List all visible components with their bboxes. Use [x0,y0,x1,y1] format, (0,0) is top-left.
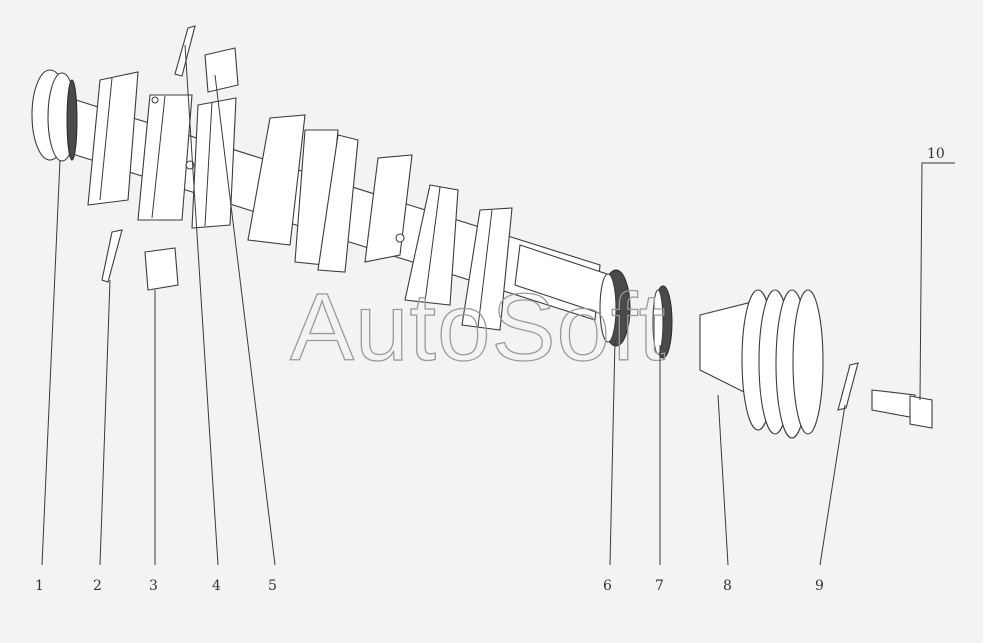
leader-line-4 [184,44,219,566]
crank-web-2 [137,94,193,221]
oil-hole-3 [151,96,159,104]
leader-line-6 [609,339,616,566]
pulley-washer [837,362,859,411]
crank-web-4 [247,114,306,246]
crankshaft-pulley [699,289,824,439]
leader-line-2 [99,279,111,566]
callout-8: 8 [723,578,732,594]
crankshaft-flange-edge [66,79,78,161]
callout-10: 10 [927,146,945,162]
main-bearing-upper [204,47,239,93]
crankshaft [31,69,611,331]
oil-pump-gear-face [652,289,664,355]
crank-web-9 [461,207,513,331]
callout-5: 5 [268,578,277,594]
crank-web-8 [404,184,459,306]
callout-7: 7 [655,578,664,594]
pulley-bolt-shank [871,389,916,419]
crankshaft-gear-face [599,273,617,343]
crank-web-3 [191,97,237,229]
crank-web-6 [317,134,359,273]
watermark-text: AutoSoft [290,274,666,381]
leader-line-8 [717,394,729,566]
pulley-bolt-head [909,395,933,429]
thrust-washer-lower [101,229,123,283]
leader-lines [41,44,955,566]
leader-line-9 [819,404,846,566]
callout-3: 3 [149,578,158,594]
oil-hole-2 [395,233,405,243]
leader-line-10 [919,162,955,401]
main-bearing-lower [144,247,179,291]
leader-line-5 [214,74,276,566]
callout-4: 4 [212,578,221,594]
callout-6: 6 [603,578,612,594]
pulley-groove-4 [792,289,824,435]
leader-line-1 [41,159,61,566]
callout-2: 2 [93,578,102,594]
callout-1: 1 [35,578,44,594]
crank-web-1 [87,71,139,206]
callout-labels: 1 2 3 4 5 6 7 8 9 10 [35,146,945,594]
callout-9: 9 [815,578,824,594]
